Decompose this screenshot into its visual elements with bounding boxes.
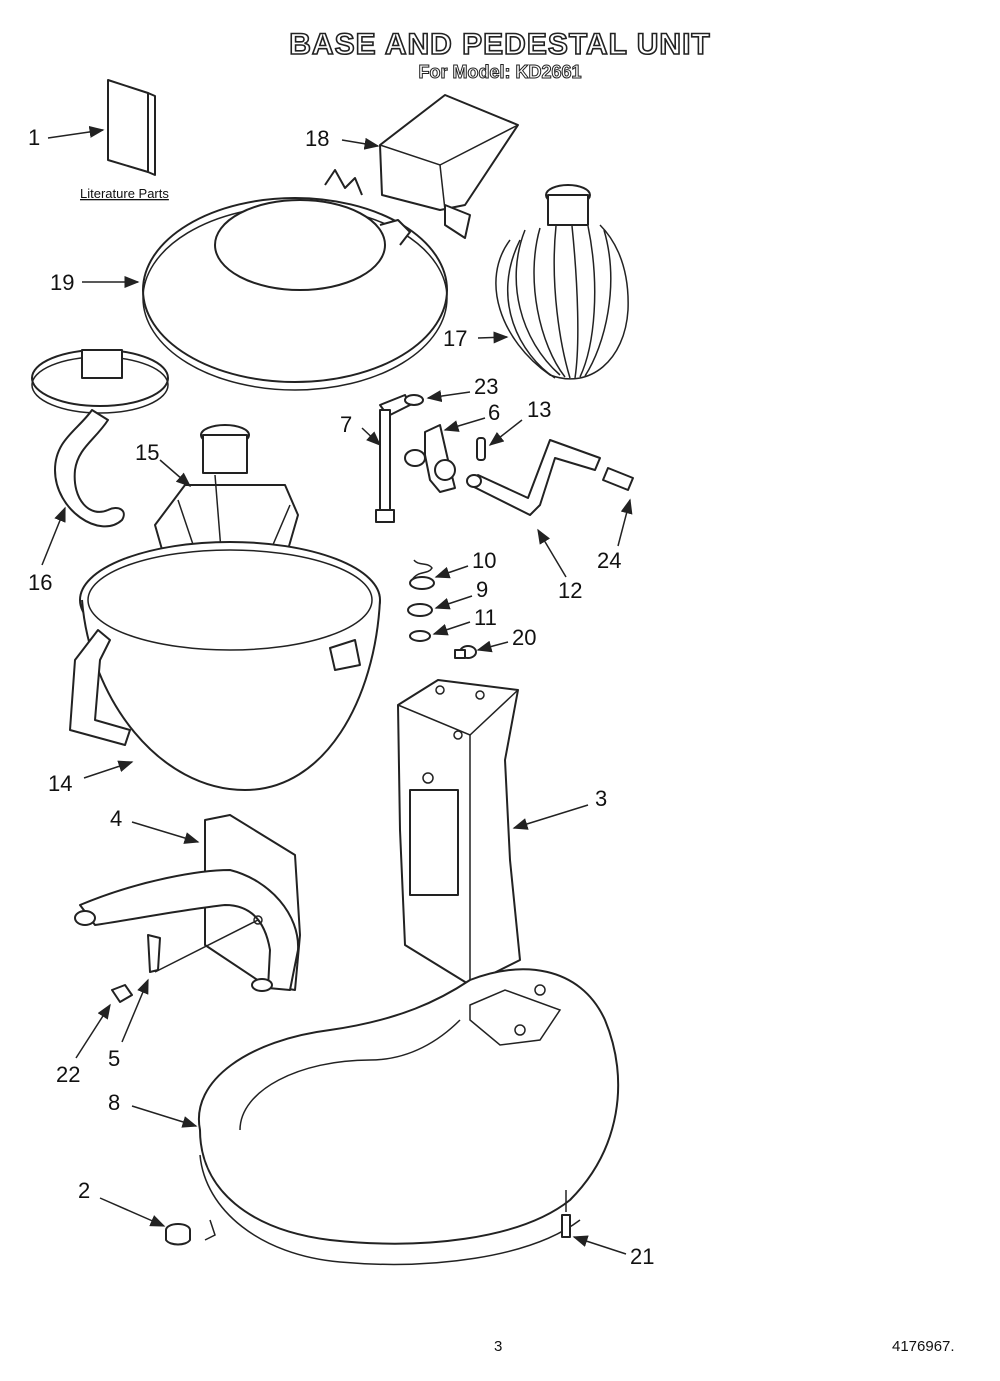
part-pin-13 <box>476 437 486 461</box>
callout-14: 14 <box>48 771 72 796</box>
part-bowl-cover <box>142 169 448 391</box>
callout-23: 23 <box>474 374 498 399</box>
callout-13: 13 <box>527 397 551 422</box>
part-bracket-6 <box>404 424 456 493</box>
callout-3: 3 <box>595 786 607 811</box>
part-mixing-bowl <box>69 541 381 791</box>
callout-5: 5 <box>108 1046 120 1071</box>
part-foot-2 <box>165 1219 216 1246</box>
callout-16: 16 <box>28 570 52 595</box>
part-pedestal-column <box>397 679 521 986</box>
callout-9: 9 <box>476 577 488 602</box>
callout-10: 10 <box>472 548 496 573</box>
part-crank-lever <box>466 439 601 516</box>
literature-parts-label: Literature Parts <box>80 186 169 201</box>
part-retaining-ring <box>404 394 424 406</box>
callout-2: 2 <box>78 1178 90 1203</box>
document-number: 4176967. <box>892 1338 955 1355</box>
callout-15: 15 <box>135 440 159 465</box>
callout-8: 8 <box>108 1090 120 1115</box>
page-number: 3 <box>494 1338 503 1355</box>
callout-17: 17 <box>443 326 467 351</box>
part-screw-22 <box>111 984 133 1003</box>
callout-20: 20 <box>512 625 536 650</box>
part-clip-5 <box>147 919 259 973</box>
callouts: 1 18 19 17 23 7 6 13 15 16 10 9 <box>28 125 654 1269</box>
part-screw-20 <box>454 645 477 659</box>
part-rod-7 <box>375 394 411 523</box>
part-spring-10 <box>409 559 435 590</box>
part-sleeve-24 <box>602 467 634 491</box>
part-bowl-support <box>74 814 301 992</box>
part-base <box>197 968 620 1266</box>
part-literature-booklet: Literature Parts <box>80 79 169 201</box>
callout-4: 4 <box>110 806 122 831</box>
part-wire-whip <box>495 184 629 380</box>
part-washer-9 <box>407 603 433 617</box>
part-dough-hook <box>31 349 169 528</box>
part-screw-21 <box>561 1190 571 1238</box>
page-subtitle: For Model: KD2661 <box>418 62 582 83</box>
part-pouring-shield <box>379 94 519 239</box>
callout-19: 19 <box>50 270 74 295</box>
page-title: BASE AND PEDESTAL UNIT <box>288 27 711 62</box>
callout-6: 6 <box>488 400 500 425</box>
callout-22: 22 <box>56 1062 80 1087</box>
callout-11: 11 <box>474 605 497 630</box>
callout-1: 1 <box>28 125 40 150</box>
callout-12: 12 <box>558 578 582 603</box>
callout-18: 18 <box>305 126 329 151</box>
part-washer-11 <box>409 630 431 642</box>
callout-24: 24 <box>597 548 621 573</box>
callout-21: 21 <box>630 1244 654 1269</box>
callout-7: 7 <box>340 412 352 437</box>
